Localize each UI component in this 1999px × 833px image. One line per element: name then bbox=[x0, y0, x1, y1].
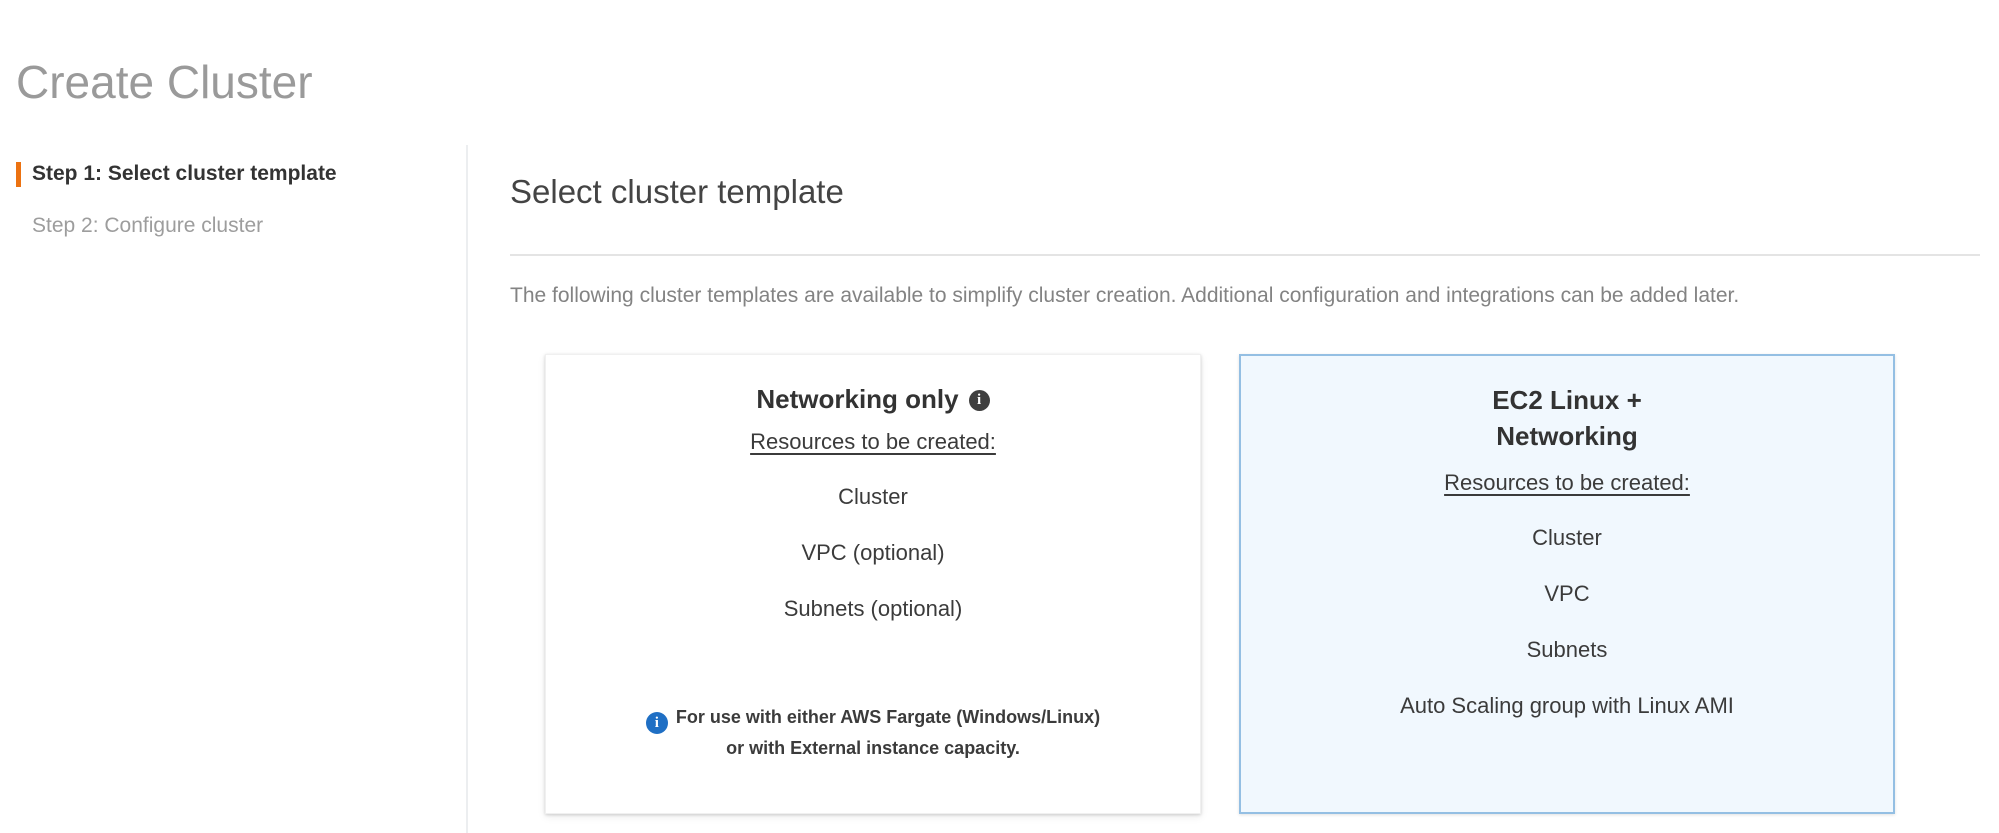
sidebar-step-2-configure-cluster[interactable]: Step 2: Configure cluster bbox=[0, 213, 466, 239]
template-card-note-line-2: or with External instance capacity. bbox=[726, 738, 1020, 758]
active-step-marker-icon bbox=[16, 162, 21, 187]
list-item: Cluster bbox=[838, 484, 908, 509]
list-item: Auto Scaling group with Linux AMI bbox=[1400, 693, 1734, 718]
section-divider bbox=[510, 253, 1980, 256]
sidebar-step-1-select-cluster-template[interactable]: Step 1: Select cluster template bbox=[0, 161, 466, 187]
sidebar-step-1-label: Step 1: Select cluster template bbox=[32, 162, 337, 185]
resource-list: Cluster VPC (optional) Subnets (optional… bbox=[570, 455, 1176, 623]
template-card-note: i For use with either AWS Fargate (Window… bbox=[640, 703, 1106, 764]
template-card-note-line-1: For use with either AWS Fargate (Windows… bbox=[675, 706, 1101, 727]
resources-to-be-created-label: Resources to be created: bbox=[750, 429, 996, 454]
info-circle-icon: i bbox=[645, 712, 668, 734]
template-card-networking-only[interactable]: Networking only i Resources to be create… bbox=[545, 354, 1201, 814]
list-item: Cluster bbox=[1532, 525, 1602, 550]
template-card-ec2-linux-networking[interactable]: EC2 Linux + Networking Resources to be c… bbox=[1239, 354, 1895, 814]
list-item: VPC (optional) bbox=[801, 540, 945, 565]
list-item: Subnets bbox=[1526, 637, 1608, 662]
section-title: Select cluster template bbox=[510, 173, 844, 211]
resources-to-be-created-label: Resources to be created: bbox=[1444, 470, 1690, 495]
main-content: Select cluster template The following cl… bbox=[510, 145, 1980, 336]
info-icon[interactable]: i bbox=[968, 389, 990, 411]
section-description: The following cluster templates are avai… bbox=[510, 283, 1740, 307]
template-card-title-line-2: Networking bbox=[1496, 421, 1638, 451]
cluster-template-cards: Networking only i Resources to be create… bbox=[545, 354, 1900, 814]
list-item: VPC bbox=[1544, 581, 1590, 606]
sidebar-step-2-label: Step 2: Configure cluster bbox=[32, 214, 264, 237]
resource-list: Cluster VPC Subnets Auto Scaling group w… bbox=[1265, 496, 1869, 720]
template-card-title-line-1: EC2 Linux + bbox=[1492, 385, 1642, 415]
template-card-title-text: Networking only bbox=[756, 384, 959, 414]
list-item: Subnets (optional) bbox=[783, 596, 963, 621]
template-card-title: Networking only i bbox=[756, 381, 990, 417]
wizard-sidebar: Step 1: Select cluster template Step 2: … bbox=[0, 145, 468, 833]
page-title: Create Cluster bbox=[16, 55, 313, 108]
template-card-title: EC2 Linux + Networking bbox=[1492, 382, 1642, 454]
